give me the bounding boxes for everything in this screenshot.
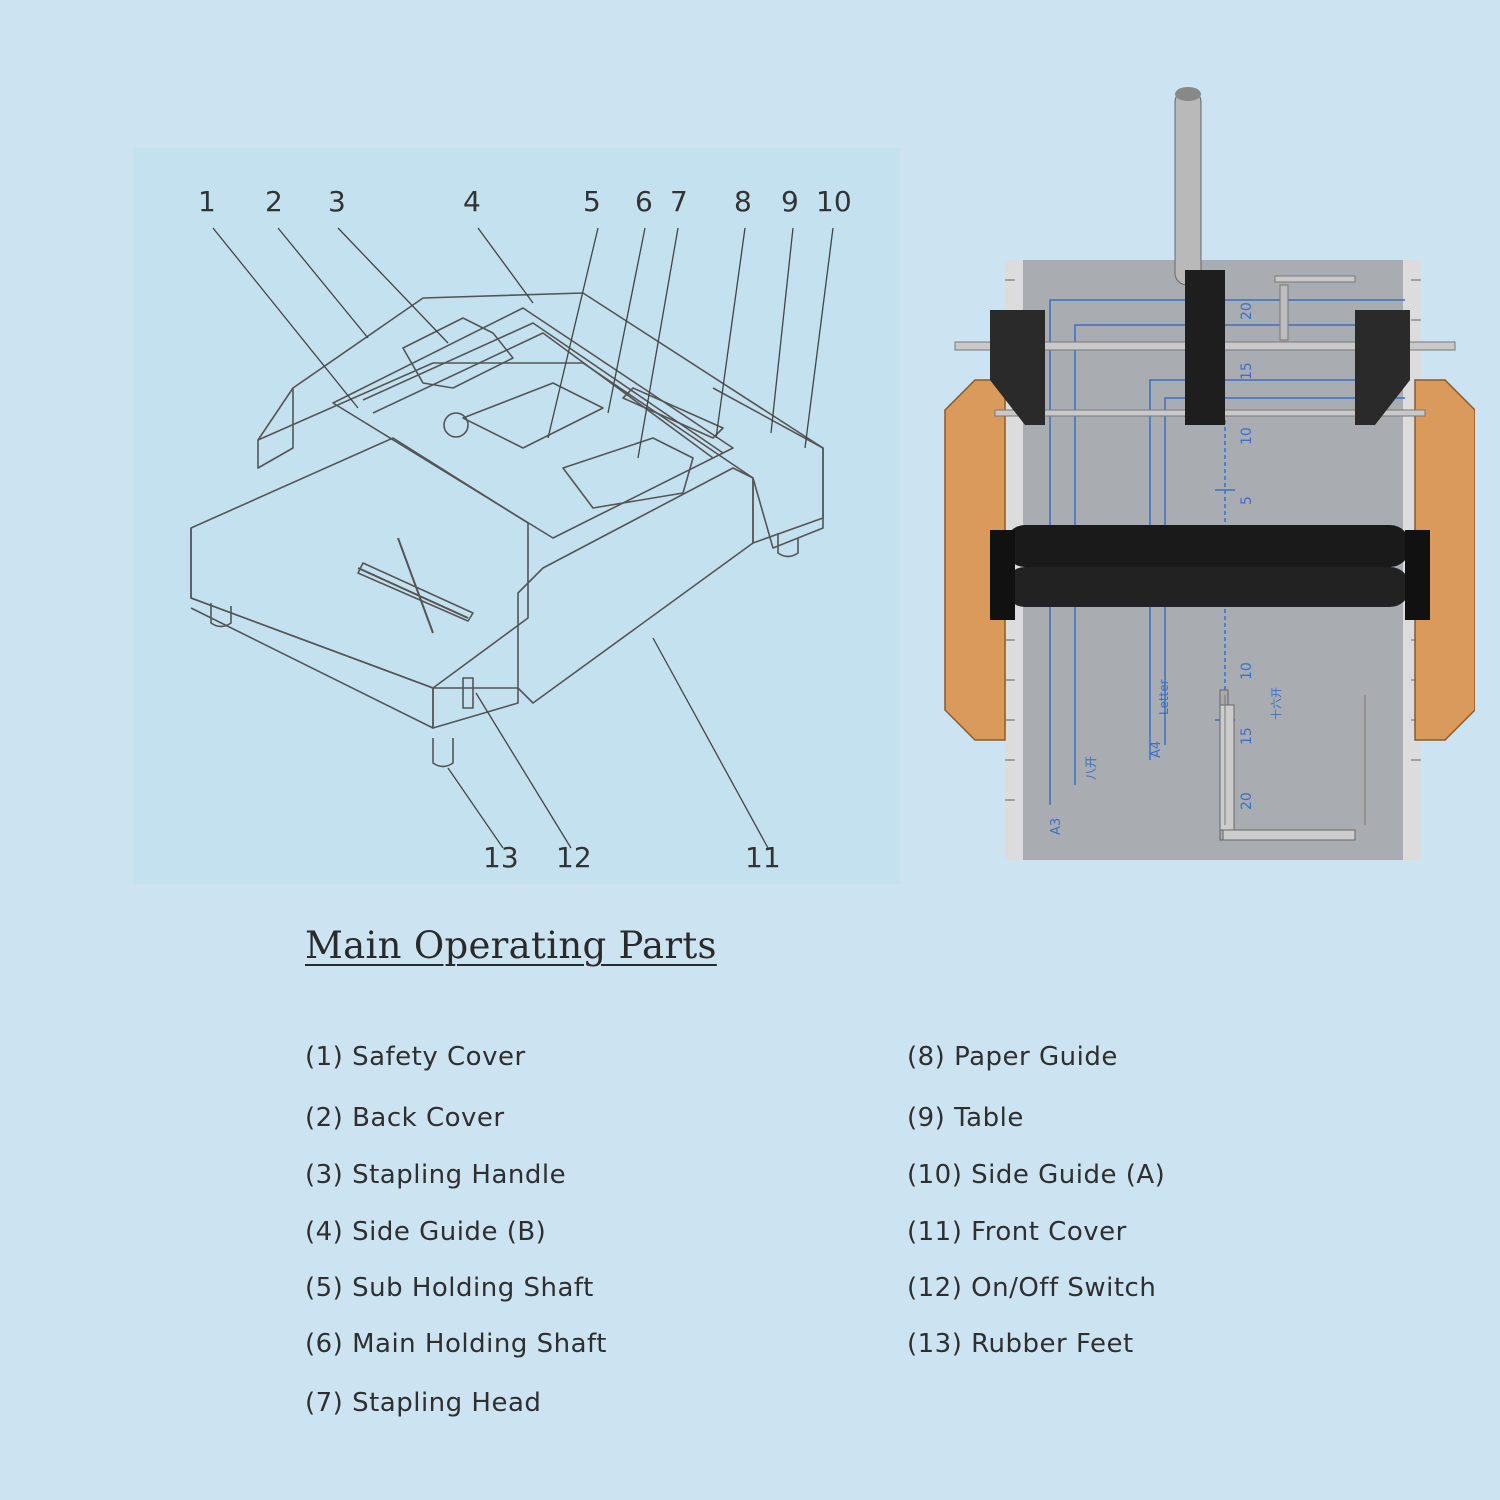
callout-10: 10 [816, 185, 852, 218]
front-cover [517, 467, 754, 704]
foot [432, 738, 454, 768]
callout-2: 2 [265, 185, 283, 218]
stapling-head [562, 437, 694, 509]
machine-top-view: 20 15 10 5 10 15 20 A3 A4 Letter 八开 十六开 [944, 87, 1475, 860]
top-guide-rod [1274, 275, 1356, 283]
front-tray-side [190, 528, 434, 729]
handle-column [1185, 270, 1225, 425]
stapling-handle-block [402, 317, 514, 389]
scale-label: 20 [1239, 302, 1255, 320]
paper-guide-cross [357, 537, 469, 634]
part-item-1: (1) Safety Cover [305, 1042, 526, 1072]
stapling-handle-rod [1174, 89, 1202, 286]
a4-outline [1149, 379, 1405, 760]
stapling-head-left [990, 310, 1045, 425]
paper-size-a4: A4 [1149, 741, 1164, 758]
paper-size-letter: Letter [1157, 679, 1171, 715]
scale-label: 20 [1239, 792, 1255, 810]
rail-line-2 [372, 332, 714, 459]
callout-12: 12 [556, 841, 592, 874]
letter-outline [1164, 397, 1405, 745]
paper-size-eight-kai: 八开 [1084, 756, 1098, 780]
part-item-6: (6) Main Holding Shaft [305, 1329, 607, 1359]
back-cover-side [257, 388, 294, 469]
callout-1: 1 [198, 185, 216, 218]
side-cover-left [944, 379, 1006, 741]
on-off-switch-shape [462, 677, 474, 709]
callout-13: 13 [483, 841, 519, 874]
scale-label: 10 [1239, 662, 1255, 680]
scale-label: 5 [1239, 496, 1255, 505]
machine-line-diagram: 1 2 3 4 5 6 7 8 9 10 11 12 13 [133, 148, 900, 884]
shaft-end [443, 412, 469, 438]
part-item-5: (5) Sub Holding Shaft [305, 1273, 594, 1303]
part-item-8: (8) Paper Guide [907, 1042, 1118, 1072]
callout-6: 6 [635, 185, 653, 218]
callout-8: 8 [734, 185, 752, 218]
foot [210, 603, 232, 628]
side-cover-right [1414, 379, 1475, 741]
scale-label: 15 [1239, 727, 1255, 745]
foot [777, 533, 799, 558]
part-item-12: (12) On/Off Switch [907, 1273, 1157, 1303]
callout-5: 5 [583, 185, 601, 218]
table-right [712, 387, 824, 544]
machine-drawing [190, 227, 834, 849]
eight-kai-outline [1074, 324, 1405, 785]
callout-7: 7 [670, 185, 688, 218]
rail-line [362, 322, 724, 454]
stapling-head-right [1355, 310, 1410, 425]
main-holding-shaft [462, 382, 604, 449]
parts-heading: Main Operating Parts [305, 924, 717, 967]
callout-3: 3 [328, 185, 346, 218]
part-item-13: (13) Rubber Feet [907, 1329, 1134, 1359]
callout-11: 11 [745, 841, 781, 874]
machine-top-view-photo: 20 15 10 5 10 15 20 A3 A4 Letter 八开 十六开 [935, 80, 1475, 870]
callout-9: 9 [781, 185, 799, 218]
front-tray [190, 437, 529, 689]
part-item-10: (10) Side Guide (A) [907, 1160, 1166, 1190]
paper-guide-right [622, 387, 724, 439]
part-item-11: (11) Front Cover [907, 1217, 1127, 1247]
paper-size-sixteen-kai: 十六开 [1269, 687, 1283, 720]
part-item-9: (9) Table [907, 1103, 1024, 1133]
roller-bottom [1005, 567, 1410, 607]
scale-label: 10 [1239, 427, 1255, 445]
back-cover-outline [257, 292, 824, 549]
callout-4: 4 [463, 185, 481, 218]
roller-top [1005, 525, 1410, 567]
part-item-4: (4) Side Guide (B) [305, 1217, 547, 1247]
scale-label: 15 [1239, 362, 1255, 380]
part-item-3: (3) Stapling Handle [305, 1160, 567, 1190]
paper-size-a3: A3 [1049, 818, 1064, 835]
part-item-7: (7) Stapling Head [305, 1388, 542, 1418]
part-item-2: (2) Back Cover [305, 1103, 505, 1133]
